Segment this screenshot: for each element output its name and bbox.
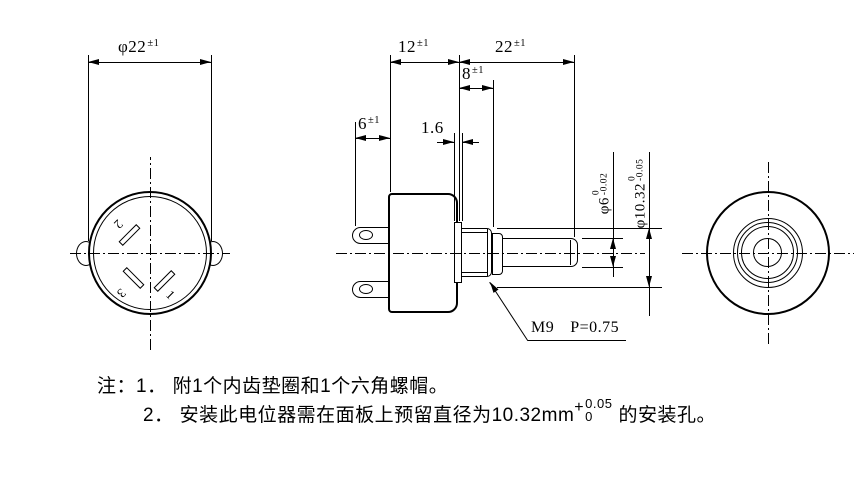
rear-view-horizontal-centerline xyxy=(682,253,854,254)
dim-front-diameter-tol: ±1 xyxy=(147,38,160,49)
ext-line-bushing-top-edge xyxy=(497,228,662,229)
thread-callout-pitch: P=0.75 xyxy=(570,319,620,336)
dim-line-front-diameter xyxy=(88,62,212,63)
ext-line-washer-face xyxy=(459,55,460,221)
dim-line-body-width xyxy=(390,62,459,63)
dim-shaft-diameter-value: φ6 xyxy=(596,197,613,215)
dim-front-diameter-value: φ22 xyxy=(118,37,147,56)
note-2-text-after: 的安装孔。 xyxy=(618,405,716,426)
note-2-text-before: 安装此电位器需在面板上预留直径为10.32mm xyxy=(179,405,575,426)
side-view-bushing xyxy=(461,228,492,277)
arrow-shaft-dia-top xyxy=(610,238,616,249)
thread-leader-arrow xyxy=(487,280,499,293)
dim-front-diameter: φ22±1 xyxy=(118,37,159,57)
dim-shaft-length-tol: ±1 xyxy=(514,38,527,49)
ext-line-bushing-bottom-edge xyxy=(497,287,662,288)
dim-washer-thickness-value: 1.6 xyxy=(421,118,444,137)
shaft-chamfer-line xyxy=(570,240,571,265)
dim-line-shaft-length xyxy=(459,62,574,63)
dim-line-shaft-diameter xyxy=(613,152,614,277)
dim-shaft-diameter-tol: 0-0.02 xyxy=(591,172,610,196)
bushing-chamfer-line xyxy=(487,229,488,276)
arrow-washer-left xyxy=(443,139,454,145)
ext-line-pin-tip xyxy=(355,122,356,226)
arrow-bushing-length-left xyxy=(459,85,470,91)
dim-shaft-length: 22±1 xyxy=(495,37,526,57)
bushing-thread-line-top xyxy=(461,232,487,233)
dim-bushing-diameter-value: φ10.32 xyxy=(632,182,649,229)
ext-line-washer-right xyxy=(462,133,463,221)
arrow-terminal-length-right xyxy=(379,135,390,141)
arrow-shaft-dia-bottom xyxy=(610,256,616,267)
dim-terminal-length: 6±1 xyxy=(358,114,380,134)
ext-line-front-left xyxy=(88,55,89,241)
note-2-number: 2． xyxy=(143,405,174,426)
note-1-text: 附1个内齿垫圈和1个六角螺帽。 xyxy=(172,376,449,397)
arrow-front-dia-right xyxy=(200,59,211,65)
dim-terminal-length-value: 6 xyxy=(358,114,367,133)
arrow-body-width-right xyxy=(448,59,459,65)
dim-bushing-length: 8±1 xyxy=(462,64,484,84)
note-1-number: 1． xyxy=(136,376,167,397)
dim-terminal-length-tol: ±1 xyxy=(368,115,381,126)
note-2-tol-plus: + xyxy=(574,399,585,416)
ext-line-front-right xyxy=(211,55,212,241)
note-line-1: 注：1．附1个内齿垫圈和1个六角螺帽。 xyxy=(97,371,448,398)
thread-callout-size: M9 xyxy=(531,319,555,336)
dim-bushing-diameter-tol: 0-0.05 xyxy=(627,158,646,181)
thread-leader-underline xyxy=(528,340,626,342)
ext-line-shaft-top-edge xyxy=(582,238,623,239)
arrow-washer-right xyxy=(462,139,473,145)
arrow-bushing-length-right xyxy=(482,85,493,91)
ext-line-bushing-end xyxy=(493,80,494,227)
side-view-pin-top-hole xyxy=(359,230,373,240)
dim-body-width: 12±1 xyxy=(398,37,429,57)
arrow-bushing-dia-top xyxy=(646,228,652,239)
ext-line-shaft-tip xyxy=(574,55,575,237)
bushing-thread-line-bottom xyxy=(461,272,487,273)
arrow-bushing-dia-bottom xyxy=(646,276,652,287)
thread-callout: M9 P=0.75 xyxy=(531,319,619,337)
rear-view-shaft-circle xyxy=(753,238,782,267)
dim-line-bushing-length xyxy=(459,88,493,89)
dim-body-width-tol: ±1 xyxy=(417,38,430,49)
dim-body-width-value: 12 xyxy=(398,37,416,56)
arrow-front-dia-left xyxy=(88,59,99,65)
note-prefix: 注： xyxy=(97,376,137,397)
side-view-shaft xyxy=(502,238,578,267)
side-view-pin-bottom-hole xyxy=(359,284,373,294)
dim-washer-thickness: 1.6 xyxy=(421,118,444,138)
ext-line-washer-left xyxy=(454,133,455,221)
dim-bushing-length-value: 8 xyxy=(462,64,471,83)
arrow-shaft-length-left xyxy=(459,59,470,65)
ext-line-shaft-bottom-edge xyxy=(582,267,623,268)
dim-shaft-length-value: 22 xyxy=(495,37,513,56)
dim-line-terminal-length xyxy=(355,138,390,139)
side-view-centerline xyxy=(336,253,645,254)
dim-bushing-length-tol: ±1 xyxy=(472,65,485,76)
front-view-horizontal-centerline xyxy=(70,253,230,254)
ext-line-body-left xyxy=(390,55,391,192)
arrow-terminal-length-left xyxy=(355,135,366,141)
arrow-body-width-left xyxy=(390,59,401,65)
arrow-shaft-length-right xyxy=(563,59,574,65)
